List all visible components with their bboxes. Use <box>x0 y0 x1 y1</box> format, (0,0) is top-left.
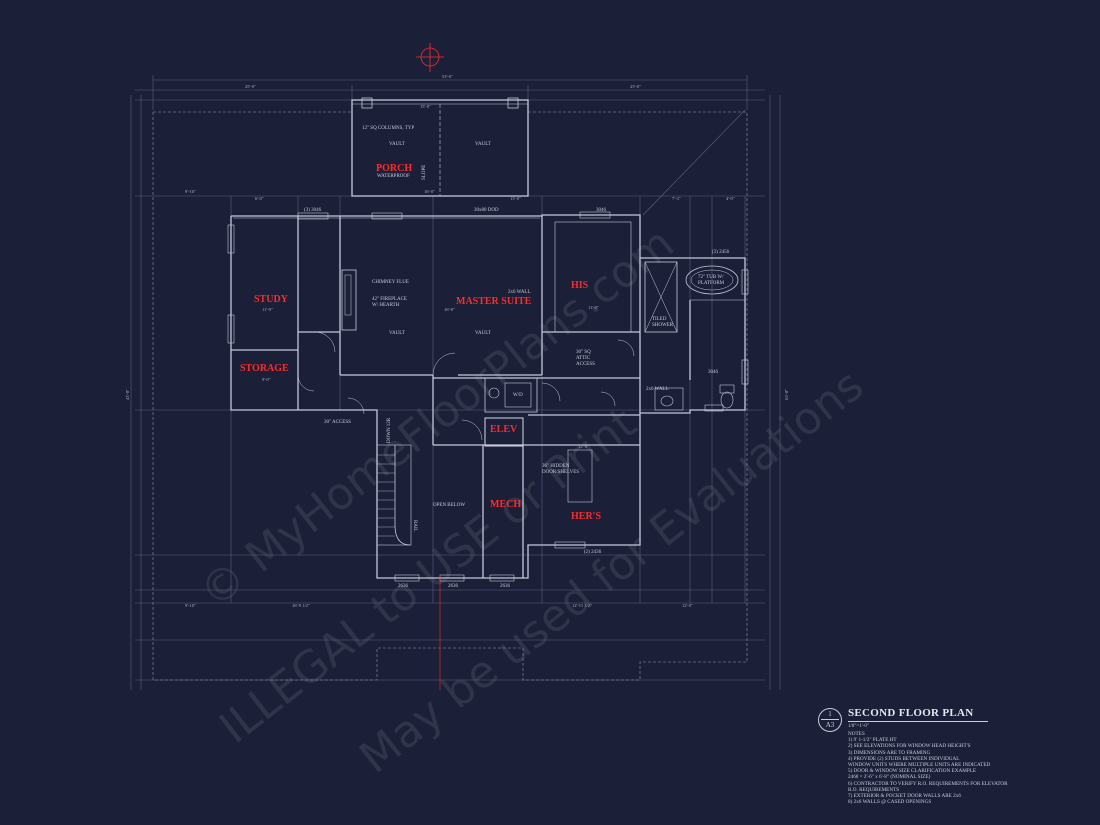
dim-left-total: 43'-0" <box>125 389 130 400</box>
note-chimney-flue: CHIMNEY FLUE <box>372 280 409 285</box>
dim-master-w: 16'-0" <box>444 307 455 312</box>
note-item: 6) CONTRACTOR TO VERIFY R.O. REQUIREMENT… <box>848 780 1008 787</box>
room-master-suite: MASTER SUITE <box>456 296 532 307</box>
dim-his-w: 11'-0" <box>588 305 599 310</box>
room-storage: STORAGE <box>240 363 289 374</box>
note-tiled-2: SHOWER <box>652 323 674 328</box>
drawing-number: 1 <box>828 710 832 718</box>
note-item: 8) 2x6 WALLS @ CASED OPENINGS <box>848 799 932 806</box>
note-win-3046b: 3046 <box>596 208 607 213</box>
note-tiled-1: TILED <box>652 317 667 322</box>
dimension-labels: 53'-0" 25'-0" 25'-0" 15'-0" 9'-10" 6'-0"… <box>125 74 789 608</box>
note-attic-1: 30" SQ <box>576 350 591 355</box>
roof-outline <box>152 111 748 681</box>
dim-overall-top: 53'-0" <box>442 74 453 79</box>
note-slope: SLOPE <box>422 165 427 180</box>
dim-seg-d: 13'-0" <box>510 196 521 201</box>
dim-bottom-d: 12'-0" <box>682 603 693 608</box>
dim-seg-a: 9'-10" <box>185 189 196 194</box>
room-his: HIS <box>571 280 589 291</box>
walls <box>230 97 746 579</box>
note-win-2636c: 2636 <box>500 584 511 589</box>
note-hidden-2: DOOR/SHELVES <box>542 470 579 475</box>
drawing-title: SECOND FLOOR PLAN <box>848 707 974 719</box>
note-vault-1: VAULT <box>389 331 405 336</box>
room-porch: PORCH <box>376 163 412 174</box>
room-hers: HER'S <box>571 511 601 522</box>
note-win-3046c: 3046 <box>708 370 719 375</box>
room-study: STUDY <box>254 294 289 305</box>
note-item: R.O. REQUIREMENTS <box>848 786 900 793</box>
note-attic-2: ATTIC <box>576 356 591 361</box>
title-underline <box>848 721 988 722</box>
note-item: WINDOW UNITS WHERE MULTIPLE UNITS ARE IN… <box>848 762 991 769</box>
dim-seg-b: 6'-0" <box>255 196 264 201</box>
note-item: 5) DOOR & WINDOW SIZE CLARIFICATION EXAM… <box>848 768 977 775</box>
drawing-reference-bubble: 1 A3 <box>818 708 842 732</box>
room-elev: ELEV <box>490 424 518 435</box>
windows <box>227 211 749 582</box>
dim-seg-f: 4'-0" <box>726 196 735 201</box>
note-item: 2468 = 2'-6" x 6'-8" (NOMINAL SIZE) <box>848 774 931 781</box>
note-item: 4) PROVIDE (2) STUDS BETWEEN INDIVIDUAL <box>848 755 960 762</box>
note-rail: RAIL <box>412 520 417 532</box>
dim-bottom-b: 16'-9 1/2" <box>292 603 310 608</box>
annotations: 12" SQ COLUMNS, TYP VAULT VAULT WATERPRO… <box>304 126 730 589</box>
note-attic-3: ACCESS <box>576 362 595 367</box>
note-win-2436: (2) 2436 <box>584 550 602 555</box>
note-tub-2: PLATFORM <box>698 281 725 286</box>
dim-storage-w: 9'-0" <box>262 377 271 382</box>
sheet-number: A3 <box>825 721 835 729</box>
note-item: 3) DIMENSIONS ARE TO FRAMING <box>848 749 931 756</box>
note-vault-2: VAULT <box>475 331 491 336</box>
note-open-below: OPEN BELOW <box>433 503 465 508</box>
notes-heading: NOTES <box>848 731 865 737</box>
note-win-2636a: 2636 <box>398 584 409 589</box>
note-down: DOWN 12R <box>387 417 392 443</box>
north-arrow-icon <box>416 43 444 690</box>
note-item: 2) SEE ELEVATIONS FOR WINDOW HEAD HEIGHT… <box>848 743 971 750</box>
note-waterproof: WATERPROOF <box>377 174 410 179</box>
dim-bottom-c: 12'-11 1/2" <box>572 603 592 608</box>
note-win-2636b: 2636 <box>448 584 459 589</box>
dim-hers-w: 12'-0" <box>578 444 589 449</box>
note-2x6-wall-b: 2x6 WALL <box>646 387 669 392</box>
note-wd: W/D <box>513 393 523 398</box>
note-access: 30" ACCESS <box>324 420 351 425</box>
note-hearth: W/ HEARTH <box>372 303 400 308</box>
dim-top-right: 25'-0" <box>630 84 641 89</box>
note-fireplace: 42" FIREPLACE <box>372 297 407 302</box>
dim-seg-e: 7'-3" <box>672 196 681 201</box>
note-door-3080: 30x80 DOD <box>474 208 499 213</box>
bubble-divider <box>821 719 839 720</box>
note-win-3046: (3) 3046 <box>304 208 322 213</box>
watermark: © MyHomeFloorPlans.com ILLEGAL to USE or… <box>190 218 873 784</box>
note-vault-porch-1: VAULT <box>389 142 405 147</box>
note-tub-1: 72" TUB W/ <box>698 275 724 280</box>
room-labels: PORCH STUDY STORAGE MASTER SUITE HIS ELE… <box>240 163 601 522</box>
dim-study-w: 11'-9" <box>262 307 273 312</box>
drawing-scale: 1/8"=1'-0" <box>848 724 869 729</box>
dim-porch-w: 15'-0" <box>420 104 431 109</box>
dim-bottom-a: 9'-10" <box>185 603 196 608</box>
note-vault-porch-2: VAULT <box>475 142 491 147</box>
note-win-2456: (3) 2456 <box>712 250 730 255</box>
dim-seg-c: 16'-0" <box>424 189 435 194</box>
room-mech: MECH <box>490 499 521 510</box>
note-2x6-wall: 2x6 WALL <box>508 290 531 295</box>
note-item: 7) EXTERIOR & POCKET DOOR WALLS ARE 2x6 <box>848 793 961 800</box>
note-columns: 12" SQ COLUMNS, TYP <box>362 126 414 131</box>
note-hidden-1: 36" HIDDEN <box>542 464 570 469</box>
dim-right-total: 65'-0" <box>784 389 789 400</box>
dim-top-left: 25'-0" <box>245 84 256 89</box>
note-item: 1) 9' 1-1/2" PLATE HT <box>848 737 897 744</box>
